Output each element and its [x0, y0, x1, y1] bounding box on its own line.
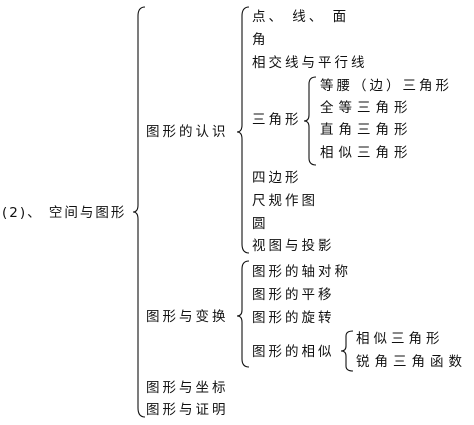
similarity-triangle: 相似三角形	[356, 331, 444, 347]
item-quadrilateral: 四边形	[252, 170, 302, 186]
item-translation: 图形的平移	[252, 287, 335, 303]
item-views-projection: 视图与投影	[252, 238, 335, 254]
transformation-brace	[236, 260, 250, 368]
root-brace	[132, 6, 146, 418]
similarity-trig: 锐角三角函数	[356, 354, 467, 370]
item-rotation: 图形的旋转	[252, 310, 335, 326]
similarity-brace	[340, 330, 354, 372]
branch-recognition: 图形的认识	[146, 124, 229, 140]
item-triangle: 三角形	[252, 112, 302, 128]
triangle-right: 直角三角形	[320, 122, 413, 138]
item-axial-symmetry: 图形的轴对称	[252, 264, 351, 280]
item-point-line-plane: 点、 线、 面	[252, 9, 350, 25]
branch-transformation: 图形与变换	[146, 309, 229, 325]
item-intersect-parallel: 相交线与平行线	[252, 55, 368, 71]
root-node: (2)、 空间与图形	[2, 205, 127, 221]
item-ruler-compass: 尺规作图	[252, 193, 318, 209]
branch-coordinates: 图形与坐标	[146, 380, 229, 396]
branch-proof: 图形与证明	[146, 402, 229, 418]
item-similarity: 图形的相似	[252, 344, 335, 360]
triangle-brace	[303, 76, 317, 166]
triangle-isosceles: 等腰（边）三角形	[320, 78, 452, 94]
triangle-similar: 相似三角形	[320, 145, 413, 161]
triangle-congruent: 全等三角形	[320, 100, 413, 116]
item-circle: 圆	[252, 216, 269, 232]
recognition-brace	[236, 6, 250, 254]
item-angle: 角	[252, 32, 269, 48]
